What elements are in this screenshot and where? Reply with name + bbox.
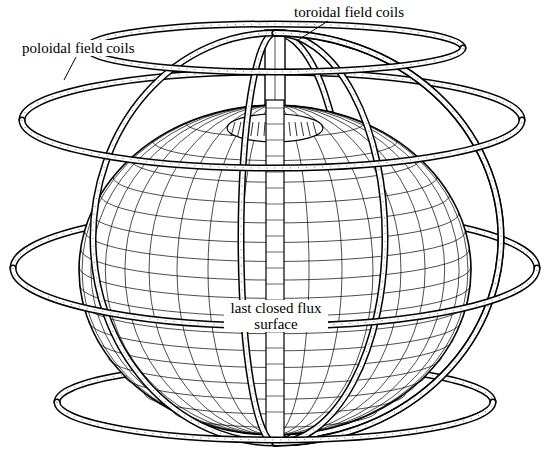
toroidal-coil (275, 33, 501, 443)
surface-grid (251, 122, 253, 136)
coil-front-halves (13, 33, 537, 443)
center-post (266, 252, 284, 253)
toroidal-coil (275, 33, 501, 443)
leader-line (64, 57, 76, 80)
poloidal-coil (57, 402, 493, 440)
surface-grid (275, 105, 445, 435)
surface-grid (231, 122, 235, 136)
center-post (266, 412, 284, 413)
poloidal-coil (87, 48, 463, 72)
center-post (266, 348, 284, 349)
poloidal-coil (57, 402, 493, 440)
center-post (266, 220, 284, 221)
toroidal-coil (275, 33, 385, 443)
center-post (266, 380, 284, 381)
surface-grid (307, 122, 310, 136)
surface-label: last closed flux surface (224, 300, 328, 332)
toroidal-coil (275, 33, 385, 443)
flux-surface (79, 100, 471, 440)
toroidal-coil (275, 33, 501, 443)
surface-grid (238, 122, 241, 136)
leader-line (298, 21, 328, 40)
poloidal-coil (22, 120, 522, 168)
center-post (266, 124, 284, 125)
toroidal-coil (93, 33, 275, 443)
surface-grid (301, 122, 304, 136)
center-post (266, 396, 284, 397)
center-post (266, 236, 284, 237)
toroidal-coil (275, 33, 501, 443)
surface-grid (257, 122, 259, 136)
center-post (266, 284, 284, 285)
center-post (265, 30, 285, 442)
toroidal-coil (275, 33, 501, 443)
center-post (266, 156, 284, 157)
poloidal-coil (22, 120, 522, 168)
surface-grid (177, 105, 275, 435)
center-post (266, 204, 284, 205)
toroidal-coil (241, 33, 275, 443)
coil-back-halves (13, 24, 537, 443)
poloidal-coil (22, 120, 522, 168)
coil-label: poloidal field coils (20, 40, 136, 56)
toroidal-coil (93, 33, 275, 443)
center-post (266, 188, 284, 189)
poloidal-coil (87, 48, 463, 72)
toroidal-coil (275, 33, 501, 443)
poloidal-coil (87, 48, 463, 72)
toroidal-coil (93, 33, 275, 443)
center-post (266, 100, 284, 440)
center-post (266, 140, 284, 141)
center-post (266, 108, 284, 109)
center-post (266, 364, 284, 365)
surface-grid (289, 122, 290, 136)
center-post (266, 172, 284, 173)
surface-grid (275, 105, 342, 435)
surface-grid (295, 122, 297, 136)
toroidal-coil (241, 33, 275, 443)
toroidal-coil (241, 33, 275, 443)
toroidal-coil (275, 33, 385, 443)
surface-grid (313, 122, 317, 136)
coil-label: toroidal field coils (292, 4, 406, 20)
center-post (266, 268, 284, 269)
poloidal-coil (57, 402, 493, 440)
surface-grid (264, 122, 265, 136)
surface-grid (275, 105, 373, 435)
